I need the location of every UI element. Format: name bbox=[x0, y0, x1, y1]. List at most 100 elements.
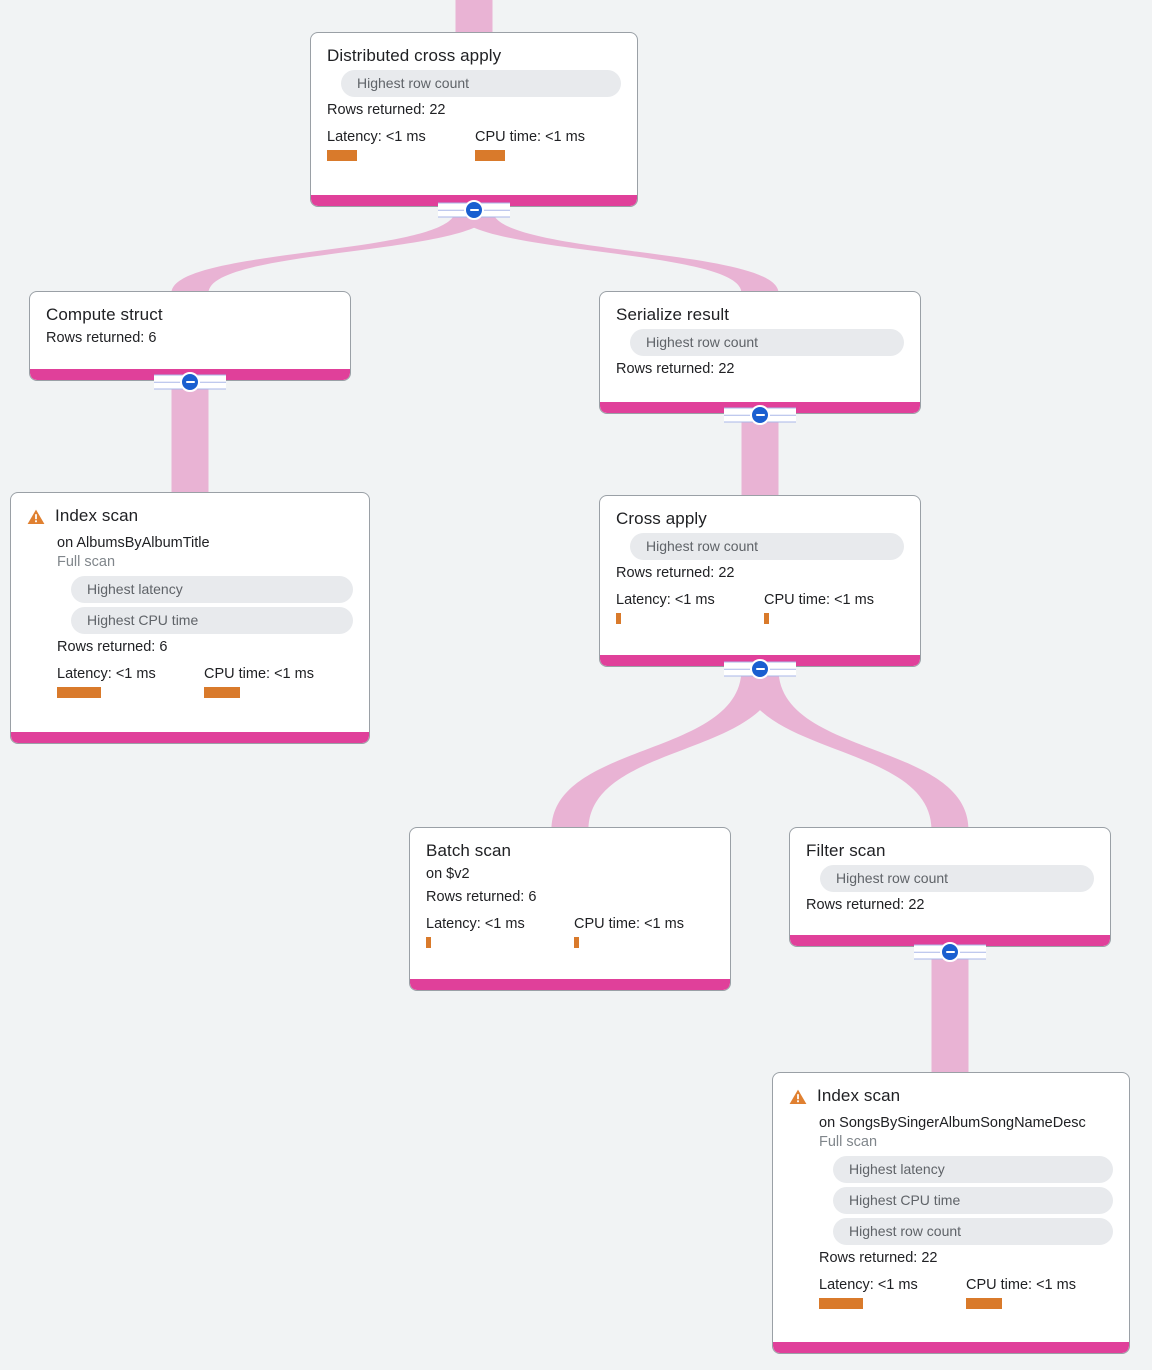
cpu-label: CPU time: <1 ms bbox=[966, 1277, 1076, 1293]
cpu-bar bbox=[475, 150, 505, 161]
chip-highest-row-count[interactable]: Highest row count bbox=[630, 329, 904, 356]
node-cross-apply[interactable]: Cross apply Highest row count Rows retur… bbox=[599, 495, 921, 667]
handle-knob[interactable] bbox=[750, 659, 770, 679]
latency-metric: Latency: <1 ms bbox=[819, 1276, 966, 1309]
rows-returned: Rows returned: 6 bbox=[46, 330, 157, 346]
cpu-bar bbox=[574, 937, 579, 948]
metrics-row: Latency: <1 ms CPU time: <1 ms bbox=[57, 665, 353, 698]
latency-bar bbox=[426, 937, 431, 948]
rows-returned: Rows returned: 6 bbox=[426, 889, 537, 905]
cpu-label: CPU time: <1 ms bbox=[475, 129, 585, 145]
node-title-row: Index scan bbox=[789, 1085, 1113, 1110]
chip-highest-row-count[interactable]: Highest row count bbox=[820, 865, 1094, 892]
node-body: Highest row count Rows returned: 22 bbox=[616, 329, 904, 379]
latency-bar bbox=[57, 687, 101, 698]
node-title-row: Distributed cross apply bbox=[327, 45, 621, 66]
latency-bar bbox=[819, 1298, 863, 1309]
node-body: Highest row count Rows returned: 22 Late… bbox=[327, 70, 621, 161]
edge bbox=[741, 415, 779, 499]
node-title: Serialize result bbox=[616, 305, 730, 324]
latency-metric: Latency: <1 ms bbox=[327, 128, 475, 161]
node-index-scan-songs[interactable]: Index scan on SongsBySingerAlbumSongName… bbox=[772, 1072, 1130, 1354]
chip-highest-latency[interactable]: Highest latency bbox=[71, 576, 353, 603]
cpu-metric: CPU time: <1 ms bbox=[475, 128, 585, 161]
collapse-minus-icon-cross-apply[interactable] bbox=[724, 658, 796, 680]
metrics-row: Latency: <1 ms CPU time: <1 ms bbox=[819, 1276, 1113, 1309]
rows-returned: Rows returned: 22 bbox=[806, 897, 925, 913]
handle-knob[interactable] bbox=[940, 942, 960, 962]
node-status-bar bbox=[11, 732, 369, 743]
cpu-label: CPU time: <1 ms bbox=[574, 916, 684, 932]
handle-knob[interactable] bbox=[750, 405, 770, 425]
rows-returned: Rows returned: 6 bbox=[57, 639, 168, 655]
collapse-minus-icon-compute-struct[interactable] bbox=[154, 371, 226, 393]
node-title: Compute struct bbox=[46, 305, 163, 324]
node-subtitle: on $v2 bbox=[426, 866, 470, 882]
latency-label: Latency: <1 ms bbox=[616, 592, 715, 608]
node-title-row: Serialize result bbox=[616, 304, 904, 325]
rows-returned: Rows returned: 22 bbox=[327, 102, 446, 118]
edge bbox=[741, 669, 969, 830]
node-title-row: Cross apply bbox=[616, 508, 904, 529]
handle-knob[interactable] bbox=[180, 372, 200, 392]
node-body: on AlbumsByAlbumTitle Full scan Highest … bbox=[57, 534, 353, 698]
cpu-bar bbox=[764, 613, 769, 624]
latency-metric: Latency: <1 ms bbox=[57, 665, 204, 698]
node-title: Cross apply bbox=[616, 509, 707, 528]
node-title-row: Batch scan bbox=[426, 840, 714, 861]
cpu-metric: CPU time: <1 ms bbox=[966, 1276, 1076, 1309]
cpu-metric: CPU time: <1 ms bbox=[764, 591, 874, 624]
latency-label: Latency: <1 ms bbox=[327, 129, 426, 145]
edge bbox=[171, 210, 493, 293]
node-body: on SongsBySingerAlbumSongNameDesc Full s… bbox=[819, 1114, 1113, 1309]
chip-highest-latency[interactable]: Highest latency bbox=[833, 1156, 1113, 1183]
chip-highest-cpu-time[interactable]: Highest CPU time bbox=[71, 607, 353, 634]
node-title: Index scan bbox=[55, 506, 139, 525]
node-batch-scan[interactable]: Batch scan on $v2 Rows returned: 6 Laten… bbox=[409, 827, 731, 991]
cpu-label: CPU time: <1 ms bbox=[204, 666, 314, 682]
node-index-scan-albums[interactable]: Index scan on AlbumsByAlbumTitle Full sc… bbox=[10, 492, 370, 744]
chip-highest-row-count[interactable]: Highest row count bbox=[341, 70, 621, 97]
rows-returned: Rows returned: 22 bbox=[616, 361, 735, 377]
latency-label: Latency: <1 ms bbox=[426, 916, 525, 932]
node-title: Distributed cross apply bbox=[327, 46, 502, 65]
node-body: Highest row count Rows returned: 22 bbox=[806, 865, 1094, 915]
collapse-minus-icon-filter-scan[interactable] bbox=[914, 941, 986, 963]
cpu-bar bbox=[204, 687, 240, 698]
latency-label: Latency: <1 ms bbox=[57, 666, 156, 682]
latency-metric: Latency: <1 ms bbox=[616, 591, 764, 624]
edge bbox=[171, 382, 209, 496]
node-filter-scan[interactable]: Filter scan Highest row count Rows retur… bbox=[789, 827, 1111, 947]
handle-knob[interactable] bbox=[464, 200, 484, 220]
node-subtitle: on AlbumsByAlbumTitle bbox=[57, 535, 210, 551]
node-body: Highest row count Rows returned: 22 Late… bbox=[616, 533, 904, 624]
node-title-row: Compute struct bbox=[46, 304, 334, 325]
rows-returned: Rows returned: 22 bbox=[819, 1250, 938, 1266]
node-serialize-result[interactable]: Serialize result Highest row count Rows … bbox=[599, 291, 921, 414]
node-title: Filter scan bbox=[806, 841, 886, 860]
node-body: on $v2 Rows returned: 6 Latency: <1 ms C… bbox=[426, 865, 714, 948]
rows-returned: Rows returned: 22 bbox=[616, 565, 735, 581]
collapse-minus-icon-serialize-result[interactable] bbox=[724, 404, 796, 426]
latency-bar bbox=[327, 150, 357, 161]
chip-highest-cpu-time[interactable]: Highest CPU time bbox=[833, 1187, 1113, 1214]
node-status-bar bbox=[410, 979, 730, 990]
edge bbox=[455, 0, 493, 34]
node-body: Rows returned: 6 bbox=[46, 329, 334, 348]
chip-highest-row-count[interactable]: Highest row count bbox=[630, 533, 904, 560]
metrics-row: Latency: <1 ms CPU time: <1 ms bbox=[426, 915, 714, 948]
collapse-minus-icon-distributed-cross-apply[interactable] bbox=[438, 199, 510, 221]
latency-metric: Latency: <1 ms bbox=[426, 915, 574, 948]
latency-label: Latency: <1 ms bbox=[819, 1277, 918, 1293]
edge bbox=[455, 210, 779, 293]
node-subtitle: on SongsBySingerAlbumSongNameDesc bbox=[819, 1115, 1086, 1131]
chip-highest-row-count[interactable]: Highest row count bbox=[833, 1218, 1113, 1245]
warning-triangle-icon bbox=[789, 1089, 807, 1110]
edge bbox=[551, 669, 779, 830]
node-distributed-cross-apply[interactable]: Distributed cross apply Highest row coun… bbox=[310, 32, 638, 207]
node-subnote: Full scan bbox=[819, 1134, 878, 1150]
node-compute-struct[interactable]: Compute struct Rows returned: 6 bbox=[29, 291, 351, 381]
node-status-bar bbox=[773, 1342, 1129, 1353]
cpu-metric: CPU time: <1 ms bbox=[204, 665, 314, 698]
